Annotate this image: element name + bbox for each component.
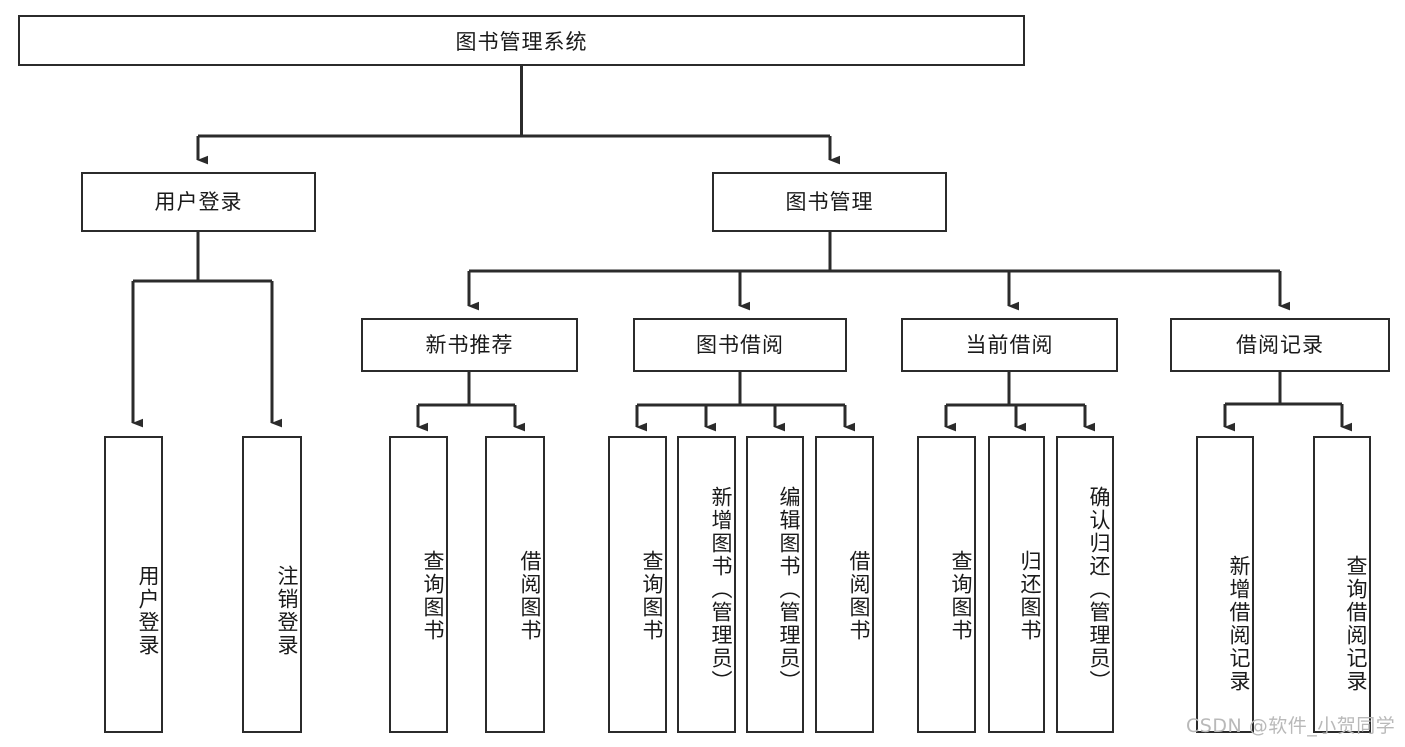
leaf-borrow-book-borrow[interactable]: 借阅图书 — [815, 436, 874, 733]
leaf-confirm-return-admin[interactable]: 确认归还（管理员） — [1056, 436, 1114, 733]
leaf-user-login[interactable]: 用户登录 — [104, 436, 163, 733]
node-root-system[interactable]: 图书管理系统 — [18, 15, 1025, 66]
leaf-borrow-book-recommend[interactable]: 借阅图书 — [485, 436, 545, 733]
node-book-manage[interactable]: 图书管理 — [712, 172, 947, 232]
leaf-add-borrow-record[interactable]: 新增借阅记录 — [1196, 436, 1254, 733]
leaf-query-book-current[interactable]: 查询图书 — [917, 436, 976, 733]
node-user-login[interactable]: 用户登录 — [81, 172, 316, 232]
leaf-logout-login[interactable]: 注销登录 — [242, 436, 302, 733]
leaf-add-book-admin[interactable]: 新增图书（管理员） — [677, 436, 736, 733]
leaf-query-borrow-record[interactable]: 查询借阅记录 — [1313, 436, 1371, 733]
leaf-return-book[interactable]: 归还图书 — [988, 436, 1045, 733]
leaf-edit-book-admin[interactable]: 编辑图书（管理员） — [746, 436, 804, 733]
node-new-book-recommend[interactable]: 新书推荐 — [361, 318, 578, 372]
node-borrow-record[interactable]: 借阅记录 — [1170, 318, 1390, 372]
node-current-borrow[interactable]: 当前借阅 — [901, 318, 1118, 372]
node-book-borrow[interactable]: 图书借阅 — [633, 318, 847, 372]
leaf-query-book-recommend[interactable]: 查询图书 — [389, 436, 448, 733]
leaf-query-book-borrow[interactable]: 查询图书 — [608, 436, 667, 733]
